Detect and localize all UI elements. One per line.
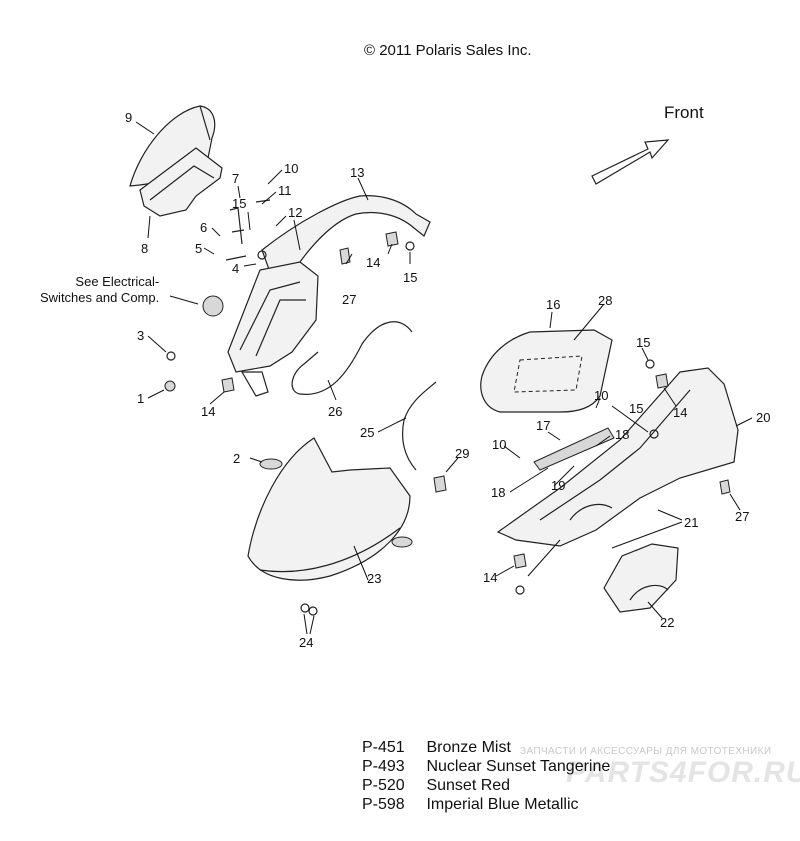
- part-16-display: [480, 329, 613, 413]
- instrument-housing: [227, 261, 319, 397]
- callout-29: 29: [455, 446, 470, 461]
- callout-21: 21: [684, 515, 699, 530]
- front-direction-arrow: [591, 139, 670, 185]
- callout-14-right: 14: [673, 405, 688, 420]
- legend-color-name: Sunset Red: [426, 777, 511, 794]
- watermark-logo: PARTS4FOR.RU: [566, 756, 800, 789]
- legend-row: P-598 Imperial Blue Metallic: [362, 795, 610, 814]
- leader-lines: [135, 121, 753, 635]
- color-legend: P-451 Bronze Mist P-493 Nuclear Sunset T…: [362, 738, 610, 814]
- legend-code: P-598: [362, 796, 405, 813]
- callout-12: 12: [288, 205, 303, 220]
- part-17-bracket: [533, 427, 615, 471]
- callout-1: 1: [137, 391, 145, 406]
- callout-25: 25: [360, 425, 375, 440]
- part-22-lower-cover: [603, 543, 679, 613]
- callout-15-left: 15: [232, 196, 247, 211]
- callout-14-bottom: 14: [483, 570, 498, 585]
- part-8-gasket: [139, 147, 223, 217]
- part-13-upper-hood: [261, 195, 431, 302]
- legend-code: P-520: [362, 777, 405, 794]
- callout-22: 22: [660, 615, 675, 630]
- callout-19: 19: [551, 478, 566, 493]
- callout-28: 28: [598, 293, 613, 308]
- electrical-reference-note: See Electrical- Switches and Comp.: [40, 274, 160, 305]
- callout-11: 11: [278, 183, 292, 198]
- callout-15-mid: 15: [629, 401, 644, 416]
- callout-27-right: 27: [735, 509, 750, 524]
- part-20-lower-fairing: [496, 367, 739, 547]
- callout-14-left: 14: [201, 404, 216, 419]
- callout-9: 9: [125, 110, 133, 125]
- callout-13: 13: [350, 165, 365, 180]
- callout-10-top: 10: [284, 161, 299, 176]
- callout-10-low: 10: [492, 437, 507, 452]
- legend-row: P-520 Sunset Red: [362, 776, 610, 795]
- legend-color-name: Bronze Mist: [426, 739, 511, 756]
- callout-15-right: 15: [636, 335, 651, 350]
- part-23-nose-cone: [247, 437, 411, 581]
- callout-14-top: 14: [366, 255, 381, 270]
- callout-20: 20: [756, 410, 771, 425]
- callout-18-left: 18: [491, 485, 506, 500]
- front-direction-label: Front: [664, 103, 704, 122]
- callout-7: 7: [232, 171, 240, 186]
- legend-code: P-451: [362, 739, 405, 756]
- legend-row: P-493 Nuclear Sunset Tangerine: [362, 757, 610, 776]
- legend-color-name: Imperial Blue Metallic: [426, 796, 579, 813]
- copyright-text: © 2011 Polaris Sales Inc.: [364, 42, 532, 59]
- callout-6: 6: [200, 220, 208, 235]
- callout-16: 16: [546, 297, 561, 312]
- callout-3: 3: [137, 328, 145, 343]
- callout-24: 24: [299, 635, 314, 650]
- callout-5: 5: [195, 241, 203, 256]
- part-25-cable: [401, 381, 437, 471]
- legend-color-name: Nuclear Sunset Tangerine: [426, 758, 611, 775]
- legend-code: P-493: [362, 758, 405, 775]
- callout-27-left: 27: [342, 292, 357, 307]
- watermark-tagline: ЗАПЧАСТИ И АКСЕССУАРЫ ДЛЯ МОТОТЕХНИКИ: [520, 746, 772, 757]
- small-hardware: [164, 199, 731, 616]
- callout-10-mid: 10: [594, 388, 609, 403]
- callout-2: 2: [233, 451, 241, 466]
- callout-4: 4: [232, 261, 240, 276]
- part-26-cable: [291, 321, 413, 395]
- callout-23: 23: [367, 571, 382, 586]
- legend-row: P-451 Bronze Mist: [362, 738, 610, 757]
- callout-8: 8: [141, 241, 149, 256]
- callout-17: 17: [536, 418, 551, 433]
- callout-26: 26: [328, 404, 343, 419]
- callout-15-top: 15: [403, 270, 418, 285]
- callout-18-right: 18: [615, 427, 630, 442]
